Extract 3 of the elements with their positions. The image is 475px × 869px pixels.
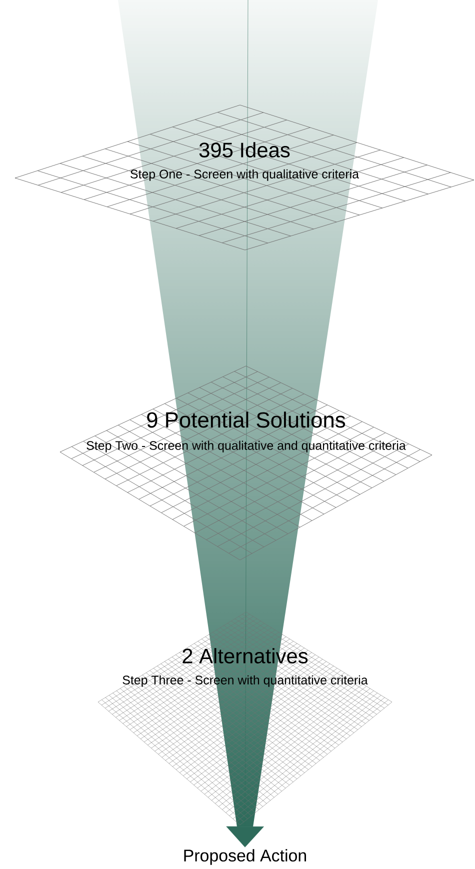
stage-label: 395 Ideas Step One - Screen with qualitative criteria bbox=[130, 142, 359, 181]
funnel-arrow bbox=[226, 0, 264, 848]
end-label: Proposed Action bbox=[184, 849, 306, 865]
